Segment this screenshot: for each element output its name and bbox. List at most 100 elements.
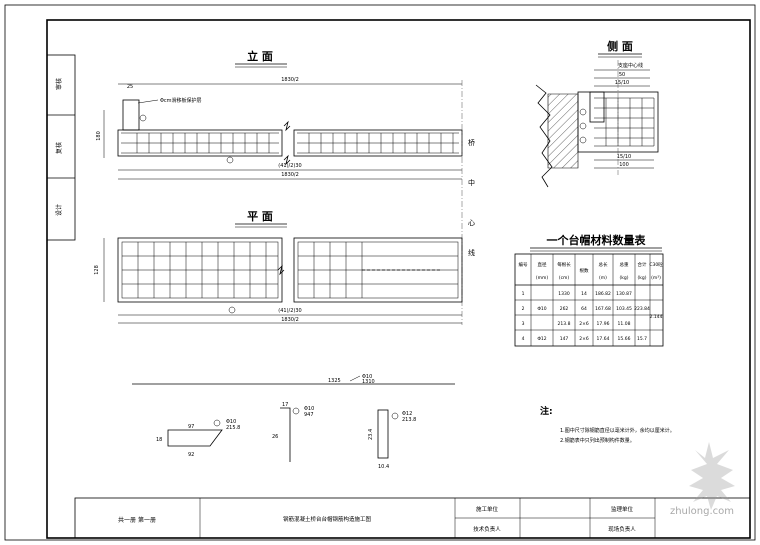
shape1-a: 97	[188, 424, 194, 430]
side-strip-label-1: 审核	[55, 78, 63, 90]
th-1: 直径	[538, 261, 547, 268]
watermark-text: zhulong.com	[670, 506, 734, 517]
cell-r2-c5: 11.08	[618, 321, 631, 327]
cell-r1-c3: 64	[581, 306, 587, 312]
shape3-tag: Φ12	[402, 411, 412, 417]
shape2-a: 17	[282, 402, 288, 408]
th-3: 根数	[580, 267, 589, 274]
shape1-len: 215.8	[226, 425, 240, 431]
shape1-b: 92	[188, 452, 194, 458]
cell-r1-c4: 167.68	[595, 306, 611, 312]
tu-7: (m³)	[651, 275, 661, 281]
cell-r3-c4: 17.64	[597, 336, 610, 342]
shape3-len: 213.8	[402, 417, 416, 423]
plan-view: 平 面 128 (41)/2)30 1830/2	[94, 210, 463, 324]
elevation-dim-left: 25	[127, 84, 133, 90]
tu-2: (cm)	[559, 275, 570, 281]
bridge-center-line: 桥 中 心 线	[461, 80, 475, 325]
th-0: 编号	[519, 261, 528, 268]
elevation-view: 立 面 1830/2 25 Φcm滑移板保护层 180 (41)/2)30 18…	[96, 49, 463, 180]
th-7: C30砼	[649, 261, 663, 268]
notes-title: 注:	[540, 405, 553, 417]
cell-r2-c0: 3	[522, 321, 525, 327]
rebar-shape-2	[280, 407, 291, 462]
center-char-3: 心	[468, 219, 475, 227]
side-dim-bottom: 15/10	[617, 154, 631, 160]
tu-4: (m)	[599, 275, 607, 281]
long-bar-label: 1325	[328, 378, 341, 384]
side-strip-label-3: 设计	[55, 204, 63, 216]
tb-construction-unit: 施工单位	[476, 505, 499, 513]
center-char-4: 线	[468, 248, 475, 257]
long-bar-len: 1310	[362, 379, 375, 385]
rebar-shape-1	[167, 429, 223, 447]
cell-r2-c7: 2.144	[650, 314, 663, 320]
cell-r2-c4: 17.96	[597, 321, 610, 327]
cell-r1-c6: 223.84	[634, 306, 650, 312]
elevation-dim-height: 180	[96, 131, 102, 141]
shape2-tag: Φ10	[304, 406, 314, 412]
center-char-1: 桥	[468, 138, 475, 147]
cell-r3-c1: Φ12	[537, 336, 546, 342]
cell-r0-c4: 186.82	[595, 291, 611, 297]
cell-r3-c3: 2×6	[579, 336, 589, 342]
table-title: 一个台帽材料数量表	[547, 233, 647, 247]
side-dim-top: 50	[619, 72, 625, 78]
cell-r3-c2: 147	[560, 336, 569, 342]
outer-border	[4, 4, 756, 541]
shape1-tag: Φ10	[226, 419, 236, 425]
cell-r2-c3: 2×6	[579, 321, 589, 327]
plan-title: 平 面	[247, 210, 273, 223]
cell-r0-c0: 1	[522, 291, 525, 297]
tu-5: (kg)	[620, 275, 629, 281]
side-view: 侧 面 支座中心线 50 15/10 15/10 100	[535, 39, 659, 188]
th-4: 总长	[599, 261, 608, 268]
th-2: 每根长	[557, 261, 571, 268]
cell-r3-c6: 15.7	[637, 336, 647, 342]
side-backwall	[589, 91, 605, 123]
tu-6: (kg)	[638, 275, 647, 281]
plan-dim-total: 1830/2	[281, 317, 299, 323]
notes: 注: 1.图中尺寸除钢筋直径以毫米计外，余均以厘米计。 2.钢筋表中只列出预制构…	[540, 405, 675, 444]
tb-supervisor: 现场负责人	[608, 525, 636, 533]
tb-page-label: 共一册 第一册	[118, 516, 156, 524]
plan-dim-height: 128	[94, 265, 100, 275]
cell-r2-c2: 213.8	[558, 321, 571, 327]
side-dim-bottom2: 100	[619, 162, 629, 168]
tb-drawing-title: 钢筋混凝土桥台台帽钢筋构造施工图	[283, 515, 372, 523]
cell-r1-c2: 262	[560, 306, 569, 312]
cell-r1-c0: 2	[522, 306, 525, 312]
plan-cap-right	[293, 237, 463, 303]
elevation-dim-mid: (41)/2)30	[278, 163, 301, 169]
shape2-b: 26	[272, 434, 278, 440]
rebar-shape-3	[377, 409, 389, 459]
notes-line-1: 1.图中尺寸除钢筋直径以毫米计外，余均以厘米计。	[560, 427, 675, 434]
elevation-dim-total: 1830/2	[281, 172, 299, 178]
elevation-callout: Φcm滑移板保护层	[160, 97, 202, 104]
cell-r0-c5: 130.87	[616, 291, 632, 297]
watermark: zhulong.com	[670, 442, 735, 517]
side-callout: 支座中心线	[618, 62, 643, 69]
long-bar-tag: Φ10	[362, 374, 372, 380]
th-6: 合计	[638, 261, 647, 268]
shape1-c: 18	[156, 437, 162, 443]
side-dim-top2: 15/10	[615, 80, 629, 86]
cell-r3-c0: 4	[522, 336, 525, 342]
notes-line-2: 2.钢筋表中只列出预制构件数量。	[560, 437, 635, 444]
side-strip-label-2: 复核	[55, 142, 63, 154]
side-title: 侧 面	[607, 39, 633, 53]
side-strip: 审核 复核 设计	[46, 54, 76, 241]
center-char-2: 中	[468, 178, 475, 187]
elevation-title: 立 面	[247, 49, 273, 63]
tb-tech-lead: 技术负责人	[473, 525, 501, 533]
cell-r1-c1: Φ10	[537, 306, 546, 312]
cell-r3-c5: 15.66	[618, 336, 631, 342]
elevation-dim-top: 1830/2	[281, 77, 299, 83]
plan-cap-left	[117, 237, 283, 303]
rebar-details: Φ10 1310 1325 97 92 18 Φ10 215.8 17 26 Φ…	[132, 374, 455, 470]
th-5: 总重	[620, 261, 629, 268]
cell-r1-c5: 103.45	[616, 306, 632, 312]
elevation-backwall	[122, 99, 140, 131]
cell-r0-c2: 1330	[558, 291, 570, 297]
title-block: 共一册 第一册 钢筋混凝土桥台台帽钢筋构造施工图 施工单位 技术负责人 监理单位…	[74, 497, 751, 539]
